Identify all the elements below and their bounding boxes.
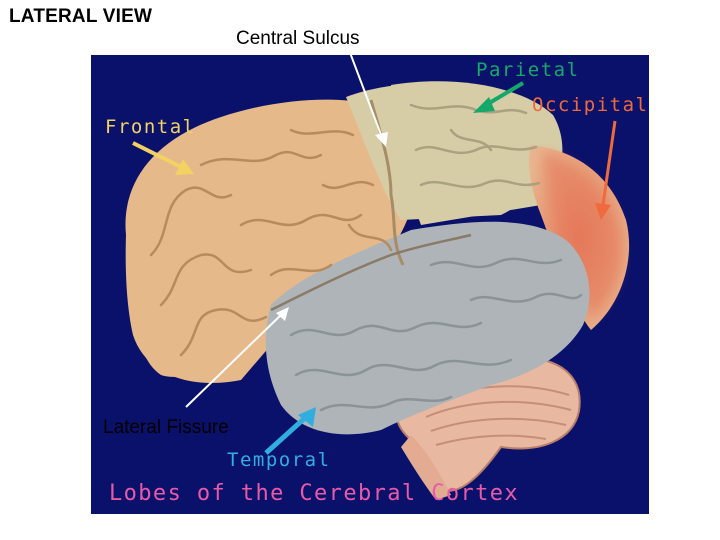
brain-figure: Parietal Occipital Frontal Temporal Lobe… [91,55,649,514]
frontal-label: Frontal [105,116,196,138]
brainstem [401,435,451,500]
lateral-fissure [270,233,472,312]
lateral-fissure-label: Lateral Fissure [103,417,229,438]
central-sulcus-label: Central Sulcus [236,28,360,49]
temporal-lobe [265,221,590,435]
lateral-fissure-arrow [185,307,289,408]
temporal-gyri [289,257,583,412]
frontal-gyri [149,128,393,357]
central-sulcus-arrow [349,55,388,147]
parietal-arrow [473,81,525,113]
temporal-arrow [264,407,316,455]
figure-caption: Lobes of the Cerebral Cortex [109,481,519,506]
brain-illustration: Parietal Occipital Frontal Temporal Lobe… [105,55,648,506]
frontal-arrow [132,141,194,175]
occipital-arrow [595,120,617,220]
page-title: LATERAL VIEW [9,6,153,27]
occipital-label: Occipital [532,94,648,116]
parietal-gyri [409,103,541,189]
parietal-label: Parietal [476,59,580,81]
temporal-label: Temporal [227,449,331,471]
